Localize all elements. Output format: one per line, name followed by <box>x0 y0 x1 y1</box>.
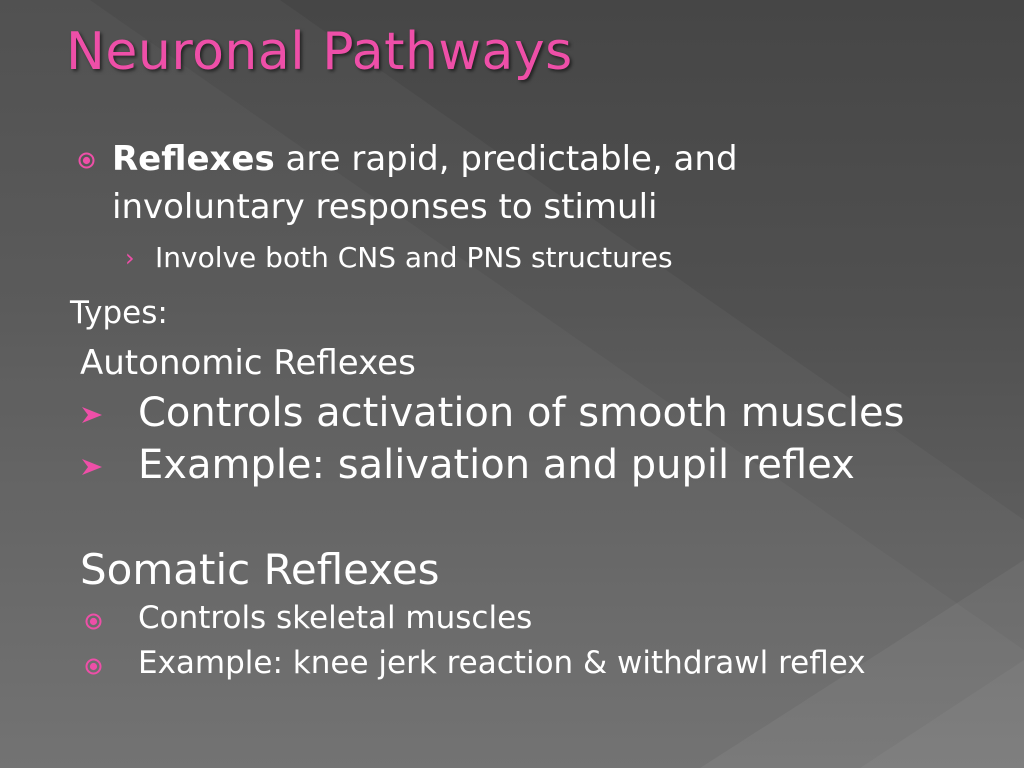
circled-dot-icon <box>85 613 102 630</box>
arrowhead-icon <box>82 459 102 475</box>
reflexes-definition-part2: involuntary responses to stimuli <box>112 187 658 227</box>
somatic-item-2: Example: knee jerk reaction & withdrawl … <box>138 645 866 681</box>
arrowhead-icon <box>82 407 102 423</box>
reflexes-term: Reflexes <box>112 139 275 179</box>
chevron-right-icon: › <box>125 244 135 272</box>
types-label: Types: <box>70 295 168 331</box>
autonomic-item-1: Controls activation of smooth muscles <box>138 390 905 436</box>
circled-dot-icon <box>78 152 95 169</box>
reflexes-definition-part1: are rapid, predictable, and <box>274 139 738 179</box>
autonomic-heading: Autonomic Reflexes <box>80 343 416 383</box>
circled-dot-icon <box>85 658 102 675</box>
bullet-reflexes-line1: Reflexes are rapid, predictable, and <box>112 139 738 179</box>
autonomic-item-2: Example: salivation and pupil reflex <box>138 442 855 488</box>
slide-title: Neuronal Pathways <box>66 22 573 82</box>
sub-bullet-cns-pns: Involve both CNS and PNS structures <box>155 241 673 274</box>
somatic-heading: Somatic Reflexes <box>80 545 440 594</box>
somatic-item-1: Controls skeletal muscles <box>138 600 533 636</box>
